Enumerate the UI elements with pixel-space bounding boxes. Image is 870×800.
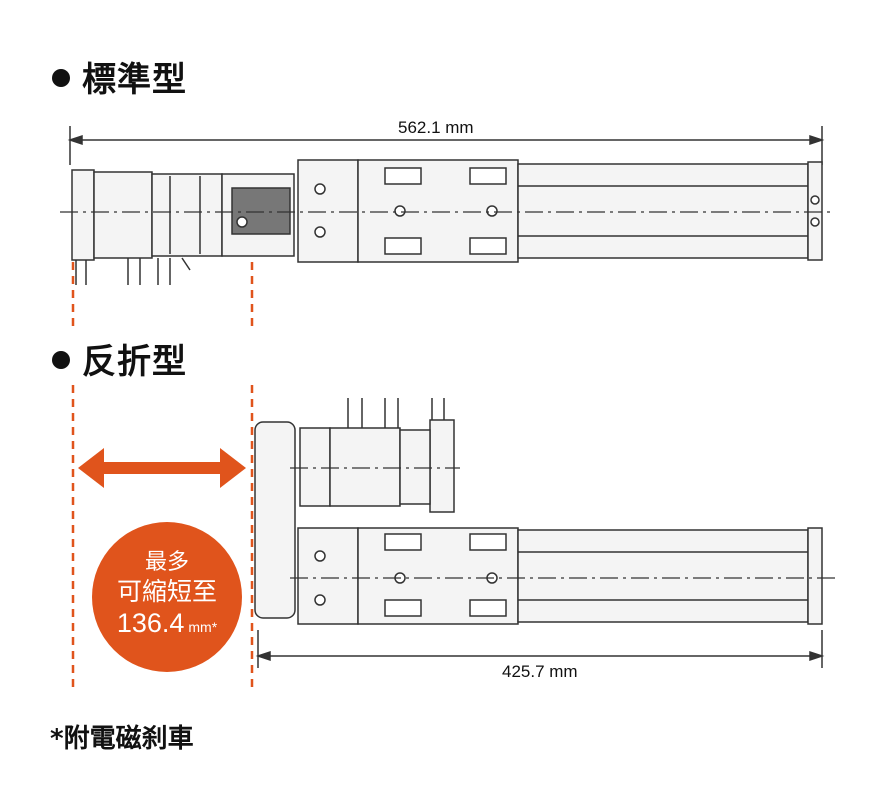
standard-motor-flange — [71, 169, 95, 261]
badge-line1: 最多 — [144, 549, 189, 574]
badge-value: 136.4 — [116, 608, 185, 638]
standard-end-cap — [807, 161, 823, 261]
standard-dimension-line — [67, 126, 825, 165]
standard-motor-body — [93, 171, 153, 259]
folded-drawing — [254, 398, 825, 668]
bullet-icon — [52, 350, 70, 369]
reduction-arrow — [78, 448, 246, 488]
standard-length-label: 562.1 mm — [398, 118, 474, 137]
folded-return-housing — [254, 421, 296, 619]
reduction-guides — [71, 262, 254, 692]
badge-unit: mm* — [188, 619, 218, 635]
standard-title: 標準型 — [52, 52, 187, 101]
folded-motor-block — [299, 427, 331, 507]
folded-dimension-line — [255, 630, 825, 668]
folded-end-block — [297, 527, 359, 625]
standard-end-block — [297, 159, 359, 263]
folded-motor-flange — [429, 419, 455, 513]
folded-end-cap — [807, 527, 823, 625]
bullet-icon — [52, 68, 70, 87]
standard-rail — [517, 163, 809, 259]
badge-line2: 可縮短至 — [116, 578, 217, 606]
standard-drawing — [67, 126, 825, 285]
folded-cables — [347, 398, 445, 428]
standard-motor-taper — [151, 173, 223, 257]
standard-cables — [75, 257, 191, 285]
folded-rail — [517, 529, 809, 623]
footnote: *附電磁刹車 — [50, 724, 194, 754]
folded-length-label: 425.7 mm — [502, 662, 578, 681]
folded-motor-body — [329, 427, 401, 507]
folded-title: 反折型 — [52, 334, 187, 383]
